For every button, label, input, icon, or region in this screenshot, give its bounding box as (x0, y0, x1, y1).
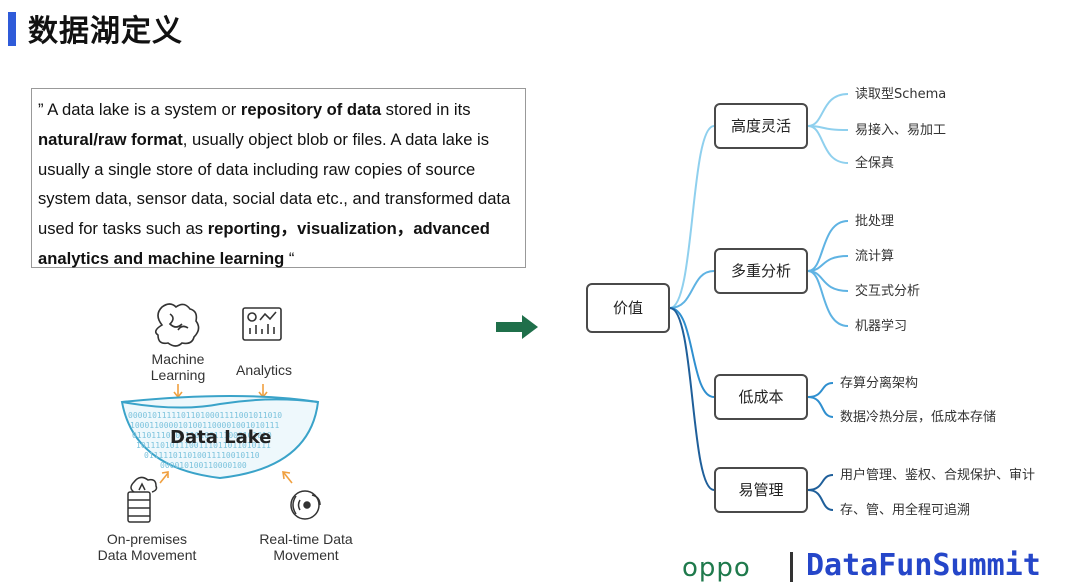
branch-connector (669, 125, 715, 309)
svg-text:1011101011100111011011010111: 1011101011100111011011010111 (136, 441, 271, 450)
realtime-label: Real-time Data Movement (259, 531, 353, 563)
logo-separator (790, 552, 793, 582)
analytics-label: Analytics (235, 362, 293, 378)
branch-connector (669, 307, 715, 398)
mindmap-leaf: 交互式分析 (855, 284, 921, 299)
machine-learning-label: Machine Learning (150, 351, 206, 383)
on-premises-label: On-premises Data Movement (97, 531, 197, 563)
leaf-connector (807, 396, 834, 418)
brain-icon (154, 303, 200, 347)
realtime-stream-icon (290, 490, 321, 520)
lake-bowl: 00001011111011010001111001011010 1000110… (120, 395, 320, 480)
mindmap-leaf: 易接入、易加工 (855, 123, 947, 138)
mindmap-leaf: 存、管、用全程可追溯 (840, 503, 971, 518)
definition-text-2: stored in its (381, 100, 471, 119)
right-arrow-icon (496, 315, 538, 339)
oppo-logo: oppo (682, 553, 751, 583)
mindmap-leaf: 批处理 (855, 214, 895, 229)
leaf-connector (807, 270, 849, 327)
leaf-connector (807, 93, 849, 127)
title-accent-bar (8, 12, 16, 46)
mindmap-branch-node: 低成本 (714, 374, 808, 420)
definition-quote: ” A data lake is a system or repository … (31, 88, 526, 268)
mindmap-center-node: 价值 (586, 283, 670, 333)
page-title: 数据湖定义 (28, 14, 183, 49)
lake-label: Data Lake (170, 427, 272, 448)
leaf-connector (807, 125, 849, 164)
definition-text-1: A data lake is a system or (43, 100, 241, 119)
open-quote: ” (38, 100, 44, 119)
close-quote: “ (284, 248, 295, 268)
svg-text:01101110101110100111000101010: 01101110101110100111000101010 (132, 431, 272, 440)
mindmap-leaf: 读取型Schema (855, 87, 947, 102)
mindmap-leaf: 用户管理、鉴权、合规保护、审计 (840, 468, 1036, 483)
analytics-icon (242, 307, 282, 341)
svg-text:000010111110110100011110010110: 00001011111011010001111001011010 (128, 411, 282, 420)
datafunsummit-logo: DataFunSummit (806, 548, 1041, 583)
mindmap-leaf: 流计算 (855, 249, 895, 264)
leaf-connector (807, 489, 834, 511)
mindmap-leaf: 机器学习 (855, 319, 908, 334)
data-lake-illustration: 00001011111011010001111001011010 1000110… (120, 303, 321, 523)
svg-text:100011000010100110000100101011: 1000110000101001100001001010111 (130, 421, 279, 430)
leaf-connector (807, 220, 849, 272)
leaf-connector (807, 474, 834, 491)
mindmap-leaf: 全保真 (855, 156, 895, 171)
definition-bold-3: reporting，visualization，advanced analyti… (38, 219, 490, 268)
branch-connector (669, 270, 715, 309)
definition-bold-1: repository of data (240, 100, 382, 119)
mindmap-leaf: 数据冷热分层，低成本存储 (840, 410, 997, 425)
mindmap-branch-node: 多重分析 (714, 248, 808, 294)
leaf-connector (807, 382, 834, 398)
definition-bold-2: natural/raw format (38, 129, 183, 149)
mindmap-branch-node: 高度灵活 (714, 103, 808, 149)
mindmap-branch-node: 易管理 (714, 467, 808, 513)
svg-text:011111011010011110010110: 011111011010011110010110 (144, 451, 260, 460)
svg-text:000010100110000100: 000010100110000100 (160, 461, 247, 470)
definition-text-3: , usually object blob or files. A data l… (38, 129, 511, 239)
server-upload-icon (127, 476, 158, 523)
branch-connector (669, 307, 715, 491)
mindmap-leaf: 存算分离架构 (840, 376, 919, 391)
